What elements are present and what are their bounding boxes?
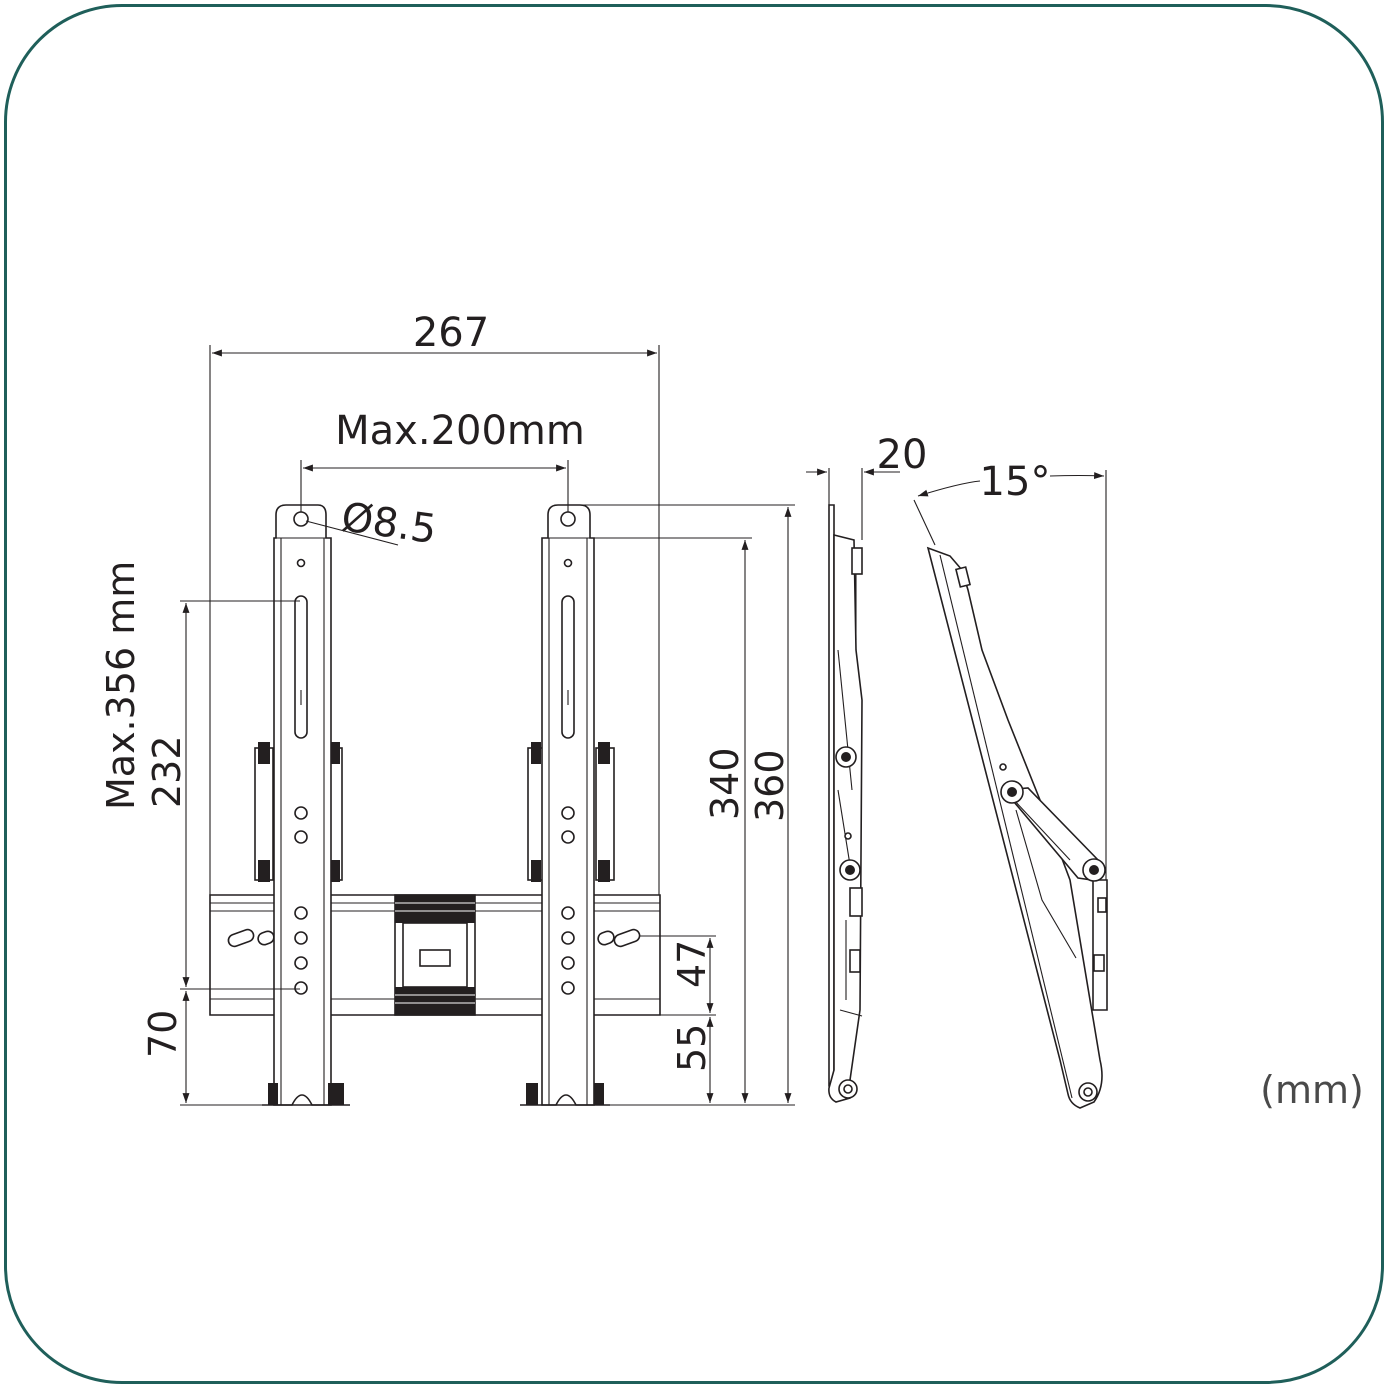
dim-height-inner: 340 <box>703 747 747 820</box>
dim-overall-width: 267 <box>413 310 489 356</box>
front-dimensions <box>180 345 795 1106</box>
unit-note: (mm) <box>1260 1068 1364 1112</box>
dim-bottom-offset: 70 <box>141 1010 185 1058</box>
dim-vesa-horizontal: Max.200mm <box>335 408 585 454</box>
tilted-side-view <box>913 470 1108 1109</box>
dim-hole-diameter: Ø8.5 <box>339 494 440 553</box>
dim-vesa-vertical: 232 <box>145 735 189 808</box>
dim-slot-offset: 55 <box>670 1024 714 1072</box>
dim-tilt-angle: 15° <box>980 459 1051 505</box>
front-view <box>209 504 661 1106</box>
side-view <box>806 468 900 1103</box>
dim-vesa-vertical-max: Max.356 mm <box>99 561 143 810</box>
right-vertical-arm <box>520 504 615 1106</box>
rounded-frame <box>4 4 1384 1384</box>
dim-height-overall: 360 <box>748 749 792 822</box>
dim-slot-height: 47 <box>670 940 714 988</box>
left-vertical-arm <box>254 504 350 1106</box>
center-lock <box>394 894 476 1016</box>
dim-depth: 20 <box>877 432 928 478</box>
